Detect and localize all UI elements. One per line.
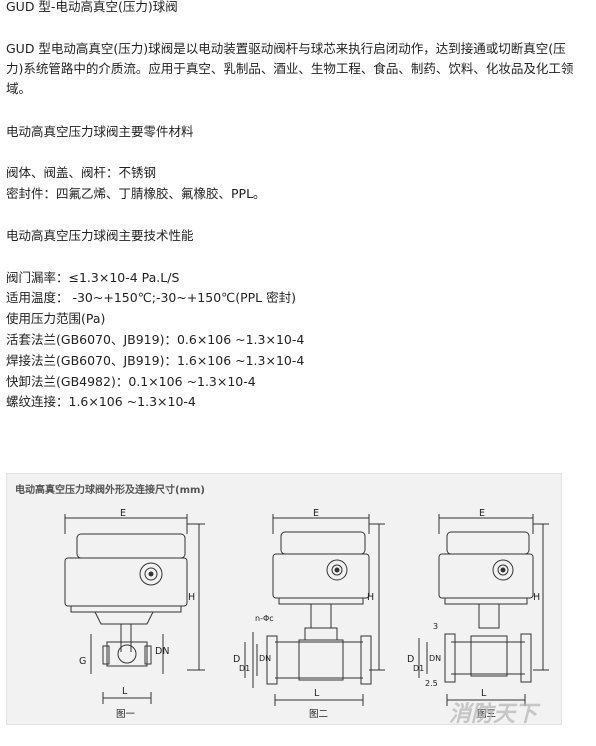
dim-label-h: H <box>533 592 541 603</box>
dim-label-e: E <box>479 508 486 519</box>
valve-drawing-2 <box>244 514 385 706</box>
page-title: GUD 型-电动高真空(压力)球阀 <box>6 0 178 14</box>
dim-label-l: L <box>122 686 128 697</box>
valve-drawing-3 <box>418 514 549 706</box>
figure-title: 电动高真空压力球阀外形及连接尺寸(mm) <box>15 485 205 496</box>
dimension-figure: 电动高真空压力球阀外形及连接尺寸(mm) <box>6 473 562 727</box>
performance-heading: 电动高真空压力球阀主要技术性能 <box>6 228 194 243</box>
performance-line: 焊接法兰(GB6070、JB919)：1.6×106 ~1.3×10-4 <box>6 353 305 368</box>
performance-line: 适用温度： -30~+150℃;-30~+150℃(PPL 密封) <box>6 290 296 305</box>
dim-label-h: H <box>188 592 196 603</box>
materials-line: 密封件：四氟乙烯、丁腈橡胶、氟橡胶、PPL。 <box>6 186 266 201</box>
performance-line: 螺纹连接：1.6×106 ~1.3×10-4 <box>6 394 196 409</box>
dim-label-d1: D1 <box>413 664 425 673</box>
figure-caption-1: 图一 <box>116 709 136 720</box>
figure-caption-3: 图三 <box>477 709 497 720</box>
dim-label-2-5: 2.5 <box>425 679 438 688</box>
dim-label-l: L <box>314 688 320 699</box>
valve-drawings <box>64 514 549 706</box>
dim-label-d: D <box>407 654 415 665</box>
materials-heading: 电动高真空压力球阀主要零件材料 <box>6 124 194 139</box>
performance-line: 活套法兰(GB6070、JB919)：0.6×106 ~1.3×10-4 <box>6 332 305 347</box>
dim-label-e: E <box>120 508 127 519</box>
dim-label-d1: D1 <box>239 664 251 673</box>
dim-label-dn: DN <box>429 654 442 663</box>
dim-label-dn: DN <box>155 646 170 657</box>
performance-line: 快卸法兰(GB4982)：0.1×106 ~1.3×10-4 <box>6 374 256 389</box>
materials-line: 阀体、阀盖、阀杆：不锈钢 <box>6 165 157 180</box>
figure-caption-2: 图二 <box>309 709 329 720</box>
dim-label-d: D <box>233 654 241 665</box>
dim-label-l: L <box>481 688 487 699</box>
performance-line: 阀门漏率：≤1.3×10-4 Pa.L/S <box>6 270 180 285</box>
performance-line: 使用压力范围(Pa) <box>6 311 106 326</box>
dim-label-n-phi-c: n-Φc <box>255 614 274 623</box>
watermark-text: 消防天下 <box>449 702 538 727</box>
dim-label-g: G <box>79 656 87 667</box>
dim-label-h: H <box>367 592 375 603</box>
dim-label-3: 3 <box>433 622 439 631</box>
valve-drawing-1 <box>64 514 205 704</box>
dim-label-e: E <box>313 508 320 519</box>
intro-paragraph: GUD 型电动高真空(压力)球阀是以电动装置驱动阀杆与球芯来执行启闭动作，达到接… <box>6 41 574 96</box>
dim-label-dn: DN <box>259 654 272 663</box>
